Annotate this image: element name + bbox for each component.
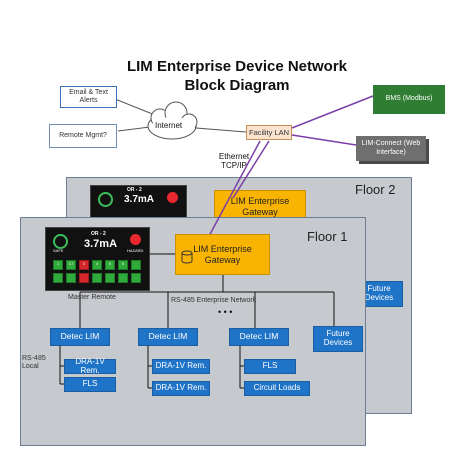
- circuit-cell-alarm: [79, 273, 89, 283]
- circuit-cell: [92, 273, 102, 283]
- remote-mgmt-link: [117, 126, 151, 132]
- floor-1-gateway-label: LIM Enterprise Gateway: [193, 243, 252, 265]
- circuit-loads: Circuit Loads: [244, 381, 310, 396]
- circuit-cell: 5: [105, 260, 115, 270]
- lim-connect-box: LIM-Connect (Web Interface): [356, 136, 426, 161]
- hazard-indicator-icon: [130, 234, 141, 245]
- circuit-cell-alarm: 3: [79, 260, 89, 270]
- safe-indicator-icon: [53, 234, 68, 249]
- master-remote-display: SAFE HAZARD OR - 2 3.7mA 1 3.7 3 4 5 6: [45, 227, 150, 291]
- circuit-cell: 1: [53, 260, 63, 270]
- internet-label: Internet: [155, 121, 183, 130]
- lan-floor2-link: [232, 140, 270, 199]
- ethernet-label: Ethernet TCP/IP: [218, 152, 250, 171]
- circuit-cell-label: 3: [83, 262, 85, 266]
- circuit-cell: [53, 273, 63, 283]
- internet-cloud-icon: [147, 101, 198, 140]
- safe-indicator-icon: [98, 192, 113, 207]
- rs485-network-label: RS-485 Enterprise Network: [171, 297, 257, 304]
- master-remote-label: Master Remote: [68, 294, 116, 301]
- fls-3: FLS: [244, 359, 296, 374]
- internet-lan-link: [195, 127, 247, 133]
- diagram-title-line1: LIM Enterprise Device Network: [126, 58, 348, 75]
- facility-lan-box: Facility LAN: [246, 125, 292, 140]
- fls-1: FLS: [64, 377, 116, 392]
- hazard-label: HAZARD: [127, 248, 144, 253]
- dra-remote-1: DRA-1V Rem.: [64, 357, 116, 374]
- database-icon: [181, 250, 193, 264]
- diagram-title-line2: Block Diagram: [184, 77, 290, 94]
- remote-header: OR - 2: [91, 231, 106, 237]
- circuit-cell: 6: [118, 260, 128, 270]
- circuit-cell-label: 6: [122, 262, 124, 266]
- bms-box: BMS (Modbus): [373, 85, 445, 114]
- circuit-cell: [66, 273, 76, 283]
- hazard-indicator-icon: [167, 192, 178, 203]
- floor-1-label: Floor 1: [307, 229, 348, 244]
- dra-remote-3: DRA-1V Rem.: [152, 381, 210, 396]
- circuit-cell: [118, 273, 128, 283]
- remote-value: 3.7mA: [84, 238, 118, 250]
- remote-value: 3.7mA: [124, 194, 155, 205]
- lan-bms-link: [291, 95, 374, 129]
- remote-mgmt-box: Remote Mgmt?: [49, 124, 117, 148]
- circuit-cell: [131, 260, 141, 270]
- safe-label: SAFE: [53, 248, 64, 253]
- floor-1-gateway: LIM Enterprise Gateway: [175, 234, 270, 275]
- lan-limconnect-link: [291, 134, 357, 146]
- email-text-alerts-box: Email & Text Alerts: [60, 86, 117, 108]
- floor-2-label: Floor 2: [355, 182, 396, 197]
- remote-header: OR - 2: [127, 187, 142, 193]
- rs485-local-label: RS-485 Local: [22, 355, 46, 371]
- circuit-cell-label: 5: [109, 262, 111, 266]
- circuit-cell-label: 3.7: [68, 262, 74, 266]
- floor-1-future-devices: Future Devices: [313, 326, 363, 352]
- circuit-cell-label: 4: [96, 262, 98, 266]
- circuit-cell-label: 1: [57, 262, 59, 266]
- detec-lim-1: Detec LIM: [50, 328, 110, 346]
- circuit-cell: [105, 273, 115, 283]
- circuit-cell: [131, 273, 141, 283]
- circuit-cell: 3.7: [66, 260, 76, 270]
- bus-continuation-dots: • • •: [218, 307, 233, 317]
- circuit-cell: 4: [92, 260, 102, 270]
- lan-floor1-link: [207, 140, 261, 239]
- detec-lim-3: Detec LIM: [229, 328, 289, 346]
- detec-lim-2: Detec LIM: [138, 328, 198, 346]
- dra-remote-2: DRA-1V Rem.: [152, 359, 210, 374]
